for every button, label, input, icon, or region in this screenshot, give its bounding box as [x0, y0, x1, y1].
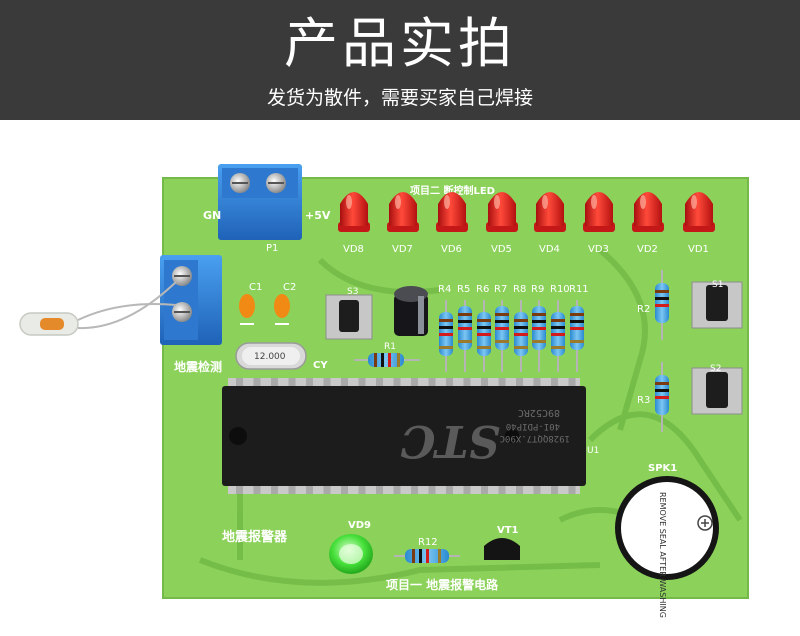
- button-s1: [691, 281, 743, 329]
- chip-line1: 89C52RC: [518, 407, 560, 418]
- resistor-r4: [439, 300, 453, 372]
- r3-label: R3: [637, 395, 650, 406]
- led-label-vd1: VD1: [688, 244, 709, 255]
- alarm-label: 地震报警器: [222, 529, 288, 545]
- gnd-label: GN: [203, 209, 221, 222]
- resistor-r6: [477, 300, 491, 372]
- s2-label: S2: [710, 364, 721, 374]
- resistor-r1: [354, 353, 420, 367]
- resistor-r12: [394, 549, 460, 563]
- page-title: 产品实拍: [284, 12, 516, 75]
- resistor-r3: [655, 362, 669, 432]
- led-row: VD8 VD7 VD6 VD5 VD4 VD3 VD2 VD1: [338, 192, 715, 255]
- c2-label: C2: [283, 282, 296, 293]
- chip-line2: 40I-PDIP40: [506, 421, 560, 431]
- led-vd5: [486, 192, 518, 232]
- mcu-chip: [222, 378, 586, 494]
- bottom-label: 项目一 地震报警电路: [386, 577, 499, 592]
- sensor-terminal: [160, 255, 222, 345]
- resistor-label-r10: R10: [550, 284, 570, 295]
- capacitor-c2: [274, 294, 290, 325]
- vt1-label: VT1: [497, 525, 519, 536]
- s3-label: S3: [347, 287, 358, 297]
- spk-label: SPK1: [648, 463, 677, 474]
- terminal-block-p1: [218, 164, 302, 240]
- led-label-vd7: VD7: [392, 244, 413, 255]
- resistor-r9: [532, 300, 546, 372]
- crystal-oscillator: [235, 342, 307, 370]
- led-vd3: [583, 192, 615, 232]
- page-subtitle: 发货为散件，需要买家自己焊接: [266, 87, 533, 109]
- resistor-label-r7: R7: [494, 284, 507, 295]
- led-vd4: [534, 192, 566, 232]
- resistor-r2: [655, 270, 669, 340]
- r2-label: R2: [637, 304, 650, 315]
- buzzer-text: REMOVE SEAL AFTER WASHING: [658, 492, 667, 618]
- led-label-vd2: VD2: [637, 244, 658, 255]
- electrolytic-capacitor: [394, 286, 428, 336]
- resistor-r7: [495, 300, 509, 372]
- u1-label: U1: [587, 446, 599, 456]
- button-s2: [691, 367, 743, 415]
- led-label-vd6: VD6: [441, 244, 462, 255]
- cy-label: CY: [313, 360, 328, 371]
- led-label-vd8: VD8: [343, 244, 364, 255]
- header-banner: 产品实拍 发货为散件，需要买家自己焊接: [0, 0, 800, 120]
- led-vd2: [632, 192, 664, 232]
- transistor-vt1: [484, 538, 520, 560]
- led-vd7: [387, 192, 419, 232]
- crystal-text: 12.000: [254, 352, 286, 362]
- r1-label: R1: [384, 342, 396, 352]
- capacitor-c1: [239, 294, 255, 325]
- resistor-r10: [551, 300, 565, 372]
- resistor-label-r11: R11: [569, 284, 589, 295]
- resistor-label-r4: R4: [438, 284, 451, 295]
- resistor-label-r6: R6: [476, 284, 489, 295]
- led-label-vd3: VD3: [588, 244, 609, 255]
- resistor-r8: [514, 300, 528, 372]
- plus5v-label: +5V: [305, 209, 331, 222]
- led-vd1: [683, 192, 715, 232]
- vibration-sensor: [19, 281, 177, 336]
- resistor-r11: [570, 300, 584, 372]
- led-vd9: [329, 534, 373, 574]
- button-s3: [325, 294, 373, 340]
- led-vd6: [436, 192, 468, 232]
- vd9-label: VD9: [348, 520, 371, 531]
- resistor-label-r9: R9: [531, 284, 544, 295]
- buzzer-spk1: [615, 476, 719, 580]
- led-label-vd5: VD5: [491, 244, 512, 255]
- led-vd8: [338, 192, 370, 232]
- p1-label: P1: [266, 243, 278, 254]
- c1-label: C1: [249, 282, 262, 293]
- led-label-vd4: VD4: [539, 244, 560, 255]
- resistor-label-r8: R8: [513, 284, 526, 295]
- resistor-r5: [458, 300, 472, 372]
- resistor-label-r5: R5: [457, 284, 470, 295]
- chip-pins: [236, 378, 576, 494]
- s1-label: S1: [712, 280, 723, 290]
- chip-line3: 1928QQT7.X90C: [500, 433, 570, 443]
- chip-brand: STC: [400, 415, 500, 466]
- sensor-label: 地震检测: [174, 359, 222, 374]
- board-top-label: 项目二 断控制LED: [410, 184, 495, 197]
- r12-label: R12: [418, 537, 438, 548]
